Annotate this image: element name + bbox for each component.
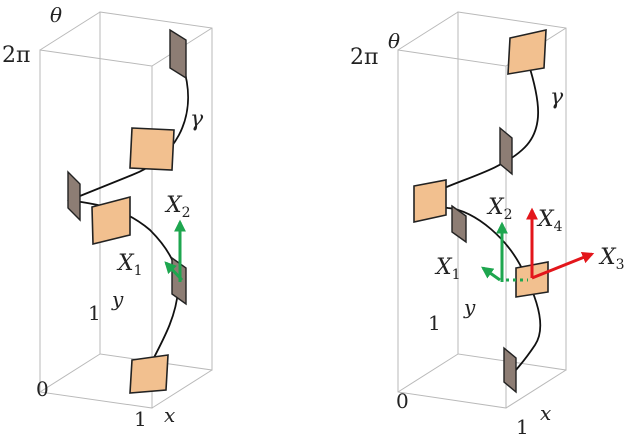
right-y-label: y bbox=[463, 295, 476, 319]
left-square-middle bbox=[91, 195, 131, 246]
right-gamma-label: γ bbox=[550, 85, 564, 110]
right-square-fold-back bbox=[451, 204, 467, 244]
left-gamma-label: γ bbox=[190, 107, 204, 132]
left-square-bottom bbox=[129, 354, 169, 394]
right-zero-label: 0 bbox=[396, 389, 409, 413]
left-arrow-x1 bbox=[164, 261, 184, 282]
right-square-bottom bbox=[503, 346, 517, 394]
right-x4-label: X4 bbox=[536, 207, 563, 235]
right-panel: θ 2π 0 1 y 1 x γ X2 X1 X4 X3 bbox=[350, 11, 625, 439]
right-y-one-label: 1 bbox=[428, 311, 441, 335]
left-zero-label: 0 bbox=[36, 377, 49, 401]
right-x3-label: X3 bbox=[598, 245, 625, 273]
right-x2-label: X2 bbox=[486, 195, 513, 223]
right-square-upper bbox=[499, 126, 513, 176]
right-x-label: x bbox=[540, 401, 551, 425]
right-x-one-label: 1 bbox=[516, 415, 529, 439]
right-arrow-x1 bbox=[481, 266, 501, 282]
left-two-pi-label: 2π bbox=[2, 43, 30, 68]
right-x1-label: X1 bbox=[434, 255, 461, 283]
right-square-vector-base bbox=[515, 261, 549, 298]
left-x1-label: X1 bbox=[116, 251, 143, 279]
left-square-upper bbox=[129, 127, 175, 171]
left-x-one-label: 1 bbox=[134, 407, 147, 431]
left-x2-label: X2 bbox=[164, 193, 191, 221]
left-y-one-label: 1 bbox=[88, 301, 101, 325]
right-arrow-x3 bbox=[531, 251, 595, 280]
right-two-pi-label: 2π bbox=[350, 45, 378, 70]
left-y-label: y bbox=[111, 287, 124, 311]
right-square-top bbox=[507, 28, 547, 75]
left-theta-label: θ bbox=[50, 3, 62, 27]
left-square-fold bbox=[67, 170, 81, 222]
right-square-fold bbox=[413, 179, 447, 223]
left-panel: θ 2π 0 1 y 1 x γ X2 X1 bbox=[2, 3, 213, 431]
left-square-top bbox=[169, 28, 187, 80]
right-theta-label: θ bbox=[388, 29, 400, 53]
right-curve-gamma bbox=[430, 61, 542, 371]
left-x-label: x bbox=[164, 403, 175, 427]
